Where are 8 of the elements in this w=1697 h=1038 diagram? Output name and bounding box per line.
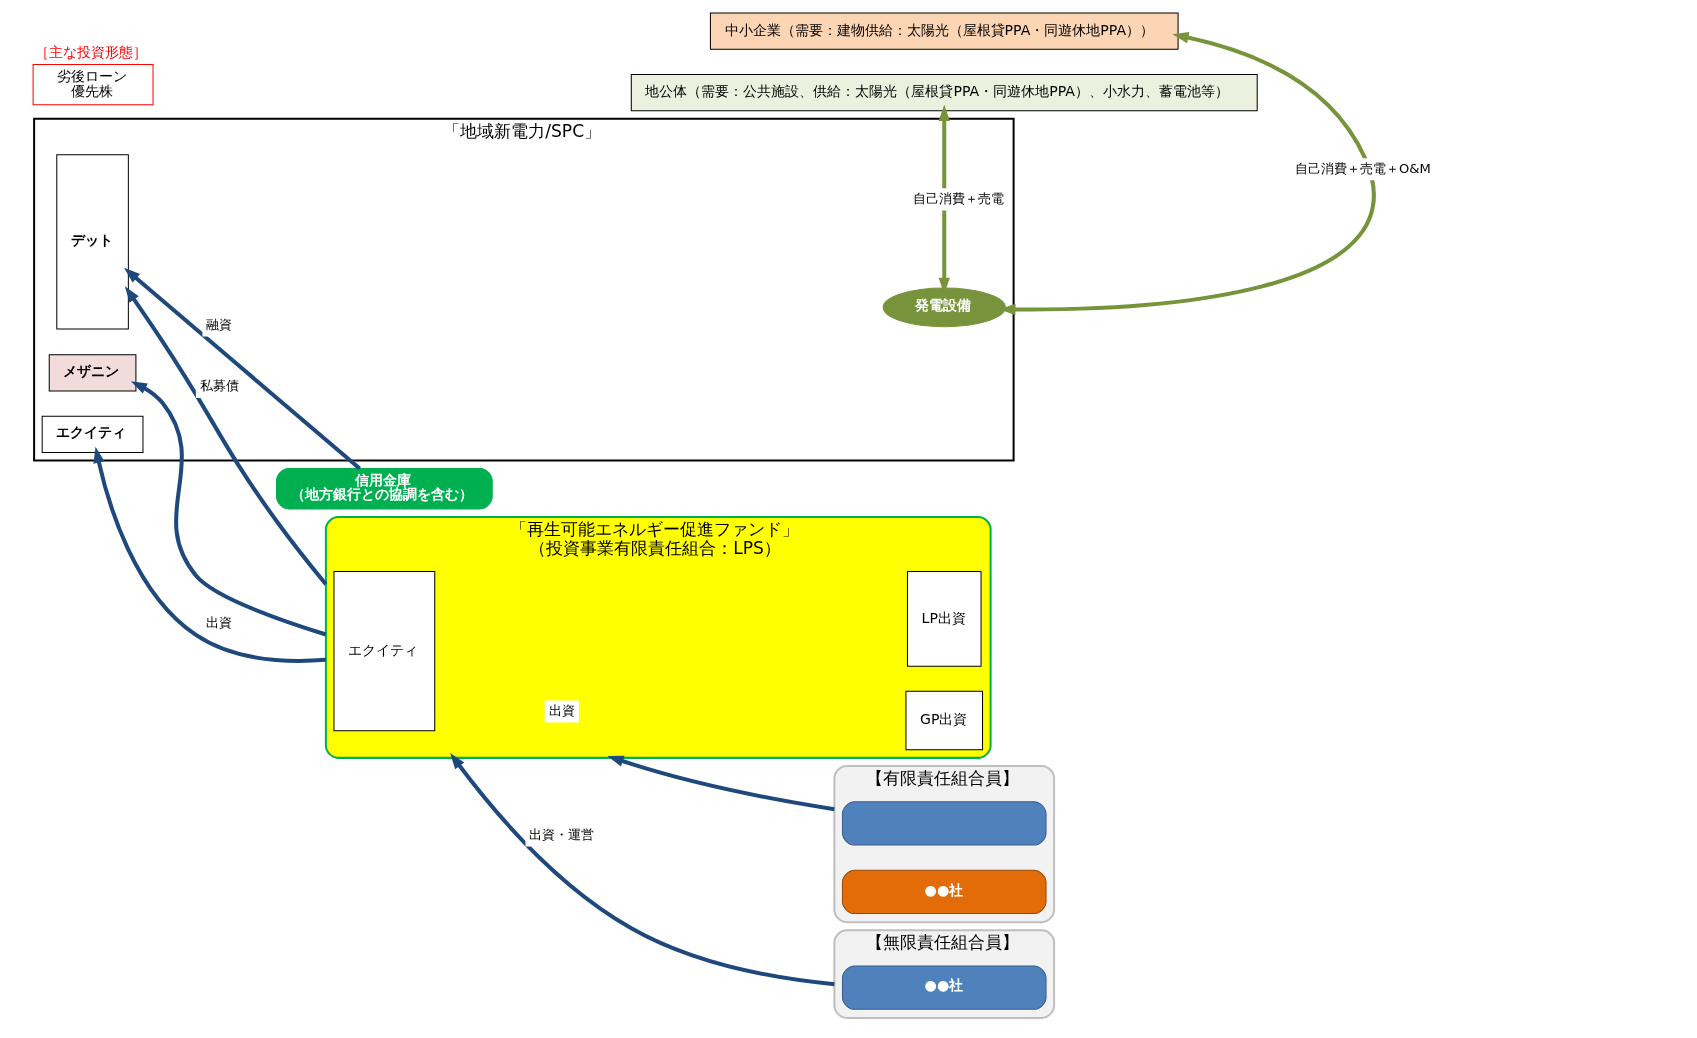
edge-label: 自己消費＋売電	[912, 190, 1004, 206]
edge-label: 私募債	[199, 377, 239, 393]
node-label: ［主な投資形態］	[34, 43, 147, 60]
edge-label: 出資	[205, 614, 232, 630]
edge-label: 出資	[548, 702, 575, 718]
edge-label: 自己消費＋売電＋O&M	[1294, 160, 1431, 176]
edge-label: 出資・運営	[529, 826, 594, 842]
edge-label: 融資	[205, 316, 232, 332]
